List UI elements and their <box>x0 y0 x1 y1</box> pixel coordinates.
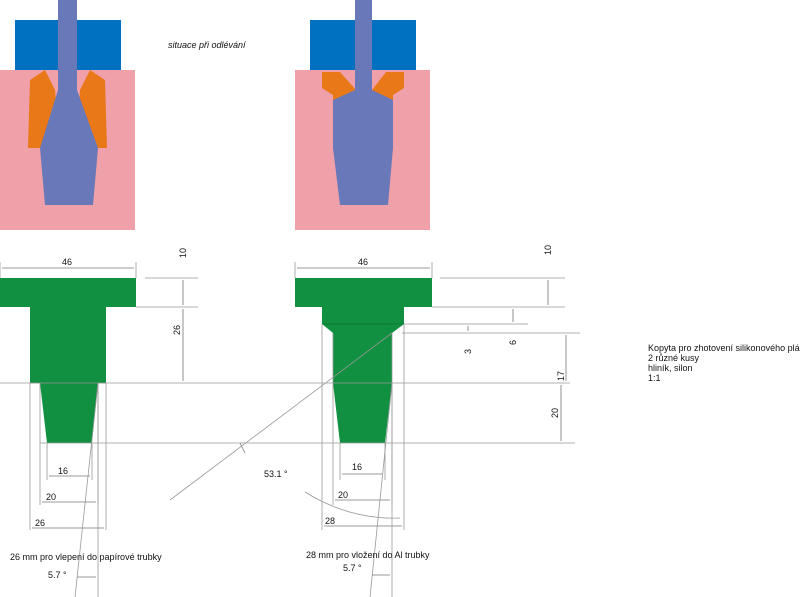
dim-left-flange-width: 46 <box>62 257 72 267</box>
note-line: hliník, silon <box>648 363 693 373</box>
casting-assembly-left <box>0 0 135 230</box>
note-line: 1:1 <box>648 373 661 383</box>
label-left-part: 26 mm pro vlepení do papírové trubky <box>10 552 162 562</box>
dim-left-shank-height: 26 <box>172 325 182 335</box>
angle-left: 5.7 ° <box>48 570 67 580</box>
part-left <box>0 278 136 443</box>
core <box>333 0 393 205</box>
core <box>40 0 98 205</box>
dim-right-shank-height: 17 <box>556 371 566 381</box>
caption-top: situace při odlévání <box>168 40 247 50</box>
dim-right-taper-height: 20 <box>550 408 560 418</box>
dim-left-bottom: 16 <box>58 466 68 476</box>
dimension-lines <box>0 262 580 597</box>
note-line: Kopyta pro zhotovení silikonového pláště <box>648 343 800 353</box>
note-line: 2 různé kusy <box>648 353 700 363</box>
dim-right-shank-dia: 28 <box>325 516 335 526</box>
dim-left-shank-dia: 26 <box>35 518 45 528</box>
dim-right-flange-height: 10 <box>543 245 553 255</box>
dim-right-flange-width: 46 <box>358 257 368 267</box>
notes-block: Kopyta pro zhotovení silikonového pláště… <box>648 343 800 383</box>
dim-right-taper-top: 20 <box>338 490 348 500</box>
dim-left-flange-height: 10 <box>178 248 188 258</box>
dim-right-chamfer-height: 3 <box>463 349 473 354</box>
dim-right-collar-height: 6 <box>508 340 518 345</box>
angle-right: 5.7 ° <box>343 563 362 573</box>
angle-chamfer: 53.1 ° <box>264 469 288 479</box>
dim-left-taper-top: 20 <box>46 492 56 502</box>
dim-right-bottom: 16 <box>352 462 362 472</box>
part-right <box>295 278 432 443</box>
label-right-part: 28 mm pro vložení do Al trubky <box>306 550 430 560</box>
casting-assembly-right <box>295 0 430 230</box>
